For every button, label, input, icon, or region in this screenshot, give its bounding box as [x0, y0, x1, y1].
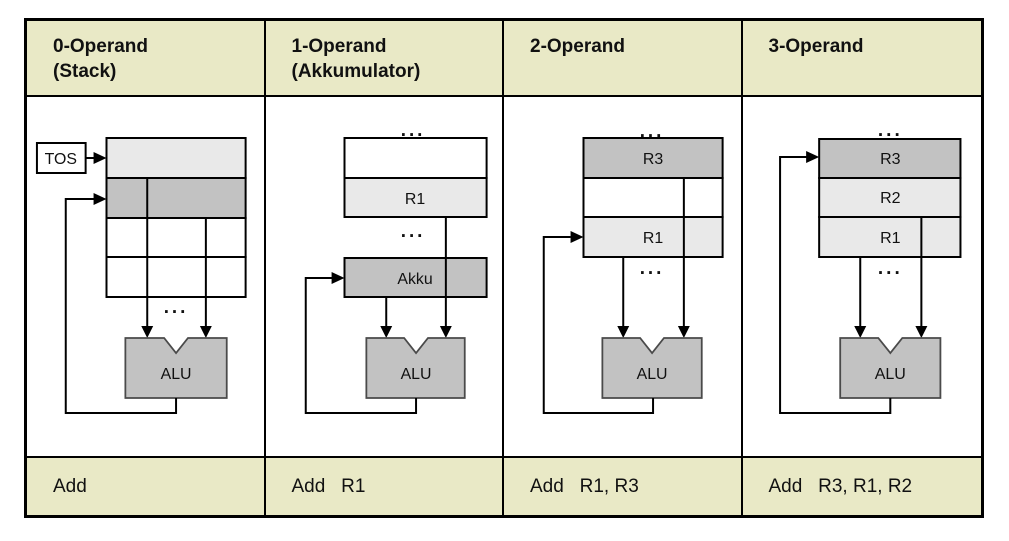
column-header-2-operand: 2-Operand [504, 21, 743, 97]
result-feedback-wire [778, 151, 891, 414]
register-ellipsis-top: ... [400, 120, 425, 141]
alu-label: ALU [400, 366, 431, 383]
instruction-example-2-operand: Add R1, R3 [504, 458, 743, 515]
alu-label: ALU [874, 366, 905, 383]
r2-operand-wire [914, 217, 927, 338]
akku-register: Akku [343, 257, 488, 298]
register-r2-label: R2 [880, 190, 901, 207]
akku-label: Akku [397, 271, 432, 288]
two-operand-diagram-svg: ... R3 R1 ... [542, 121, 724, 414]
arrowhead-icon [331, 272, 345, 284]
tos-box [35, 142, 87, 174]
three-operand-architecture-diagram: ... R3 R2 R1 ... [742, 97, 981, 458]
header-title-line1: 3-Operand [768, 36, 864, 57]
stack-cell-top [105, 137, 247, 179]
two-operand-architecture-diagram: ... R3 R1 ... [504, 97, 743, 458]
stack-diagram-svg: TOS ... [35, 137, 247, 414]
arrowhead-icon [379, 326, 392, 338]
column-header-3-operand: 3-Operand [742, 21, 981, 97]
register-file: R3 R1 [582, 137, 724, 258]
accumulator-diagram-svg: ... R1 ... Akku [304, 120, 488, 414]
header-title-line1: 2-Operand [530, 36, 626, 57]
arrowhead-icon [617, 326, 630, 338]
r1-operand-wire [617, 257, 630, 338]
accumulator-architecture-diagram: ... R1 ... Akku [265, 97, 504, 458]
alu-label: ALU [161, 366, 192, 383]
stack-cell-third [105, 217, 247, 258]
stack-cells [105, 137, 247, 298]
arrowhead-icon [914, 326, 927, 338]
alu: ALU [838, 337, 941, 399]
register-cell-empty [582, 177, 724, 218]
operand-architecture-comparison-table: 0-Operand (Stack) TOS ... [24, 18, 984, 518]
r1-operand-wire [439, 217, 452, 338]
alu: ALU [601, 337, 703, 399]
instruction-example-3-operand: Add R3, R1, R2 [742, 458, 981, 515]
register-cell-r1 [817, 216, 961, 258]
arrowhead-icon [853, 326, 866, 338]
register-ellipsis-mid: ... [877, 258, 902, 279]
register-file: R3 R2 R1 [817, 138, 961, 258]
r1-operand-wire [853, 257, 866, 338]
arrowhead-icon [141, 326, 154, 338]
register-cell-r3 [817, 138, 961, 179]
register-r1-label: R1 [404, 191, 424, 208]
arrowhead-icon [570, 231, 584, 243]
tos-label: TOS [45, 151, 77, 168]
header-title-line1: 0-Operand [53, 36, 149, 57]
column-header-1-operand: 1-Operand (Akkumulator) [265, 21, 504, 97]
register-ellipsis-mid: ... [640, 258, 665, 279]
register-file: R1 [343, 137, 488, 218]
register-r1-label: R1 [643, 230, 663, 247]
register-cell-empty [343, 137, 488, 179]
column-header-0-operand: 0-Operand (Stack) [27, 21, 266, 97]
akku-box [343, 257, 488, 298]
register-ellipsis-top: ... [640, 121, 665, 142]
alu-label: ALU [637, 366, 668, 383]
instruction-example-1-operand: Add R1 [265, 458, 504, 515]
register-r1-label: R1 [880, 230, 901, 247]
result-feedback-wire [542, 231, 655, 414]
arrowhead-icon [677, 326, 690, 338]
stack-cell-second [105, 177, 247, 219]
register-cell-r1 [582, 216, 724, 258]
alu-box [124, 337, 228, 399]
three-operand-diagram-svg: ... R3 R2 R1 ... [778, 120, 961, 414]
result-feedback-wire [64, 193, 178, 414]
register-r3-label: R3 [880, 151, 901, 168]
instruction-example-0-operand: Add [27, 458, 266, 515]
result-feedback-wire [304, 272, 417, 414]
register-cell-r1 [343, 177, 488, 218]
header-title-line2: (Stack) [53, 61, 117, 82]
operand1-wire [141, 178, 154, 338]
header-title-line1: 1-Operand [291, 36, 387, 57]
header-title-line2: (Akkumulator) [291, 61, 421, 82]
alu: ALU [124, 337, 228, 399]
tos-pointer: TOS [35, 142, 107, 174]
alu-box [364, 337, 466, 399]
stack-cell-fourth [105, 256, 247, 298]
arrowhead-icon [805, 151, 819, 163]
register-ellipsis-mid: ... [400, 221, 425, 242]
akku-operand-wire [379, 297, 392, 338]
arrowhead-icon [439, 326, 452, 338]
alu: ALU [364, 337, 466, 399]
operand2-wire [199, 218, 212, 338]
register-r3-label: R3 [643, 151, 663, 168]
alu-box [838, 337, 941, 399]
alu-box [601, 337, 703, 399]
tos-arrowhead-icon [93, 152, 107, 164]
stack-architecture-diagram: TOS ... [27, 97, 266, 458]
stack-ellipsis: ... [164, 297, 189, 318]
r3-operand-wire [677, 178, 690, 338]
register-ellipsis-top: ... [877, 120, 902, 141]
arrowhead-icon [93, 193, 107, 205]
arrowhead-icon [199, 326, 212, 338]
